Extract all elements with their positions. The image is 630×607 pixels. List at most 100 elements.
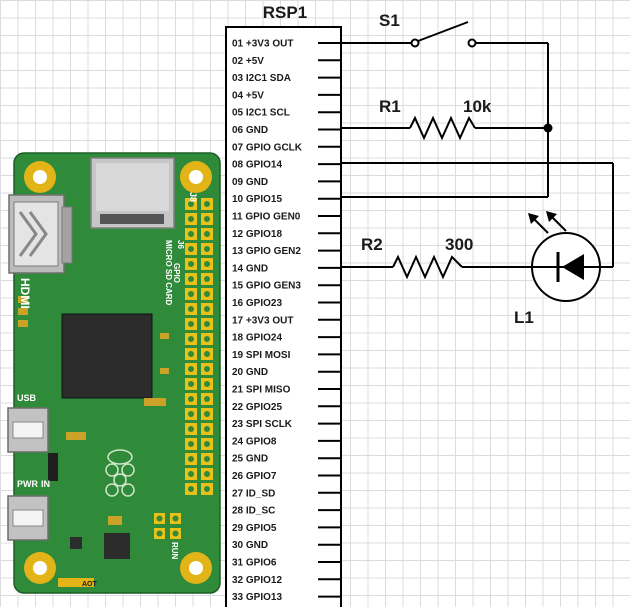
pin-label: 04 +5V — [232, 90, 264, 101]
run-pads — [154, 513, 181, 539]
gpio-label: GPIO — [172, 263, 181, 283]
gpio-pad-hole — [204, 381, 210, 387]
pin-label: 30 GND — [232, 540, 268, 551]
r1-value: 10k — [463, 97, 492, 116]
resistor-icon — [392, 254, 463, 280]
gpio-pad-hole — [188, 231, 194, 237]
r2-value: 300 — [445, 235, 473, 254]
gpio-pad-hole — [188, 351, 194, 357]
gpio-pad-hole — [204, 336, 210, 342]
pin-label: 18 GPIO24 — [232, 333, 282, 344]
gpio-pad-hole — [188, 426, 194, 432]
smd-component — [18, 296, 28, 303]
j8-label: J8 — [188, 192, 198, 202]
pin-label: 09 GND — [232, 177, 268, 188]
pin-label: 07 GPIO GCLK — [232, 142, 303, 153]
gpio-pad-hole — [204, 426, 210, 432]
gpio-pad-hole — [188, 201, 194, 207]
pin-label: 31 GPIO6 — [232, 558, 277, 569]
smd-component — [18, 320, 28, 327]
pin-label: 13 GPIO GEN2 — [232, 246, 301, 257]
gpio-pad-hole — [188, 471, 194, 477]
power-port-label: PWR — [17, 479, 38, 489]
r2-label: R2 — [361, 235, 383, 254]
gpio-pad-hole — [204, 321, 210, 327]
pin-label: 16 GPIO23 — [232, 298, 282, 309]
gpio-pad-hole — [188, 246, 194, 252]
gpio-pad-hole — [188, 336, 194, 342]
wires — [341, 42, 614, 268]
aot-pad — [58, 578, 94, 587]
pin-label: 29 GPIO5 — [232, 523, 277, 534]
pin-label: 28 ID_SC — [232, 506, 275, 517]
usb-data-port — [7, 407, 49, 453]
pin-label: 08 GPIO14 — [232, 160, 282, 171]
gpio-pad-hole — [204, 471, 210, 477]
s1-label: S1 — [379, 11, 400, 30]
gpio-pad-hole — [204, 276, 210, 282]
pin-label: 27 ID_SD — [232, 488, 275, 499]
gpio-pad-hole — [188, 396, 194, 402]
gpio-pad-hole — [204, 351, 210, 357]
pin-label: 11 GPIO GEN0 — [232, 212, 301, 223]
gpio-pad-hole — [204, 261, 210, 267]
l1-label: L1 — [514, 308, 534, 327]
gpio-pad-hole — [204, 411, 210, 417]
pin-label: 21 SPI MISO — [232, 385, 291, 396]
switch-icon — [410, 21, 477, 48]
usb-port-label: USB — [17, 393, 37, 403]
gpio-header — [185, 198, 213, 495]
smd-chip — [48, 453, 58, 481]
gpio-pad-hole — [188, 411, 194, 417]
power-in-label: IN — [41, 479, 50, 489]
smd-component — [66, 432, 86, 440]
gpio-pad-hole — [204, 486, 210, 492]
pin-label: 24 GPIO8 — [232, 436, 277, 447]
pin-label: 06 GND — [232, 125, 268, 136]
usb-power-port — [7, 495, 49, 541]
gpio-pad-hole — [204, 246, 210, 252]
pin-label: 25 GND — [232, 454, 268, 465]
mounting-hole-bottom-left — [24, 552, 56, 584]
junction-node — [543, 123, 553, 133]
gpio-pad-hole — [188, 261, 194, 267]
resistor-icon — [409, 115, 476, 141]
hdmi-side-tab — [61, 206, 73, 264]
pin-label: 32 GPIO12 — [232, 575, 282, 586]
gpio-pad-hole — [188, 216, 194, 222]
hdmi-label: HDMI — [18, 278, 32, 309]
run-label: RUN — [170, 542, 179, 560]
gpio-pad-hole — [204, 216, 210, 222]
gpio-pad-hole — [188, 381, 194, 387]
pin-label: 22 GPIO25 — [232, 402, 282, 413]
raspberry-logo-icon — [105, 449, 135, 497]
pin-label: 19 SPI MOSI — [232, 350, 291, 361]
pin-label: 20 GND — [232, 367, 268, 378]
gpio-pad-hole — [188, 306, 194, 312]
gpio-pad-hole — [204, 441, 210, 447]
smd-component — [18, 308, 28, 315]
aot-label: AOT — [82, 581, 98, 588]
led-icon — [528, 211, 601, 302]
pin-label: 01 +3V3 OUT — [232, 39, 293, 50]
smd-component — [108, 516, 122, 525]
gpio-pad-hole — [188, 366, 194, 372]
mounting-hole-bottom-right — [180, 552, 212, 584]
rsp1-title: RSP1 — [263, 3, 307, 22]
smd-chip — [70, 537, 82, 549]
gpio-pad-hole — [188, 486, 194, 492]
smd-component — [160, 368, 169, 374]
gpio-pad-hole — [188, 291, 194, 297]
gpio-pad-hole — [188, 441, 194, 447]
pin-label: 23 SPI SCLK — [232, 419, 293, 430]
smd-component — [144, 398, 166, 406]
gpio-pad-hole — [204, 201, 210, 207]
gpio-pad-hole — [204, 456, 210, 462]
mounting-hole-top-right — [180, 161, 212, 193]
pin-label: 10 GPIO15 — [232, 194, 282, 205]
smd-component — [160, 333, 169, 339]
pin-label: 05 I2C1 SCL — [232, 108, 290, 119]
gpio-pad-hole — [188, 456, 194, 462]
